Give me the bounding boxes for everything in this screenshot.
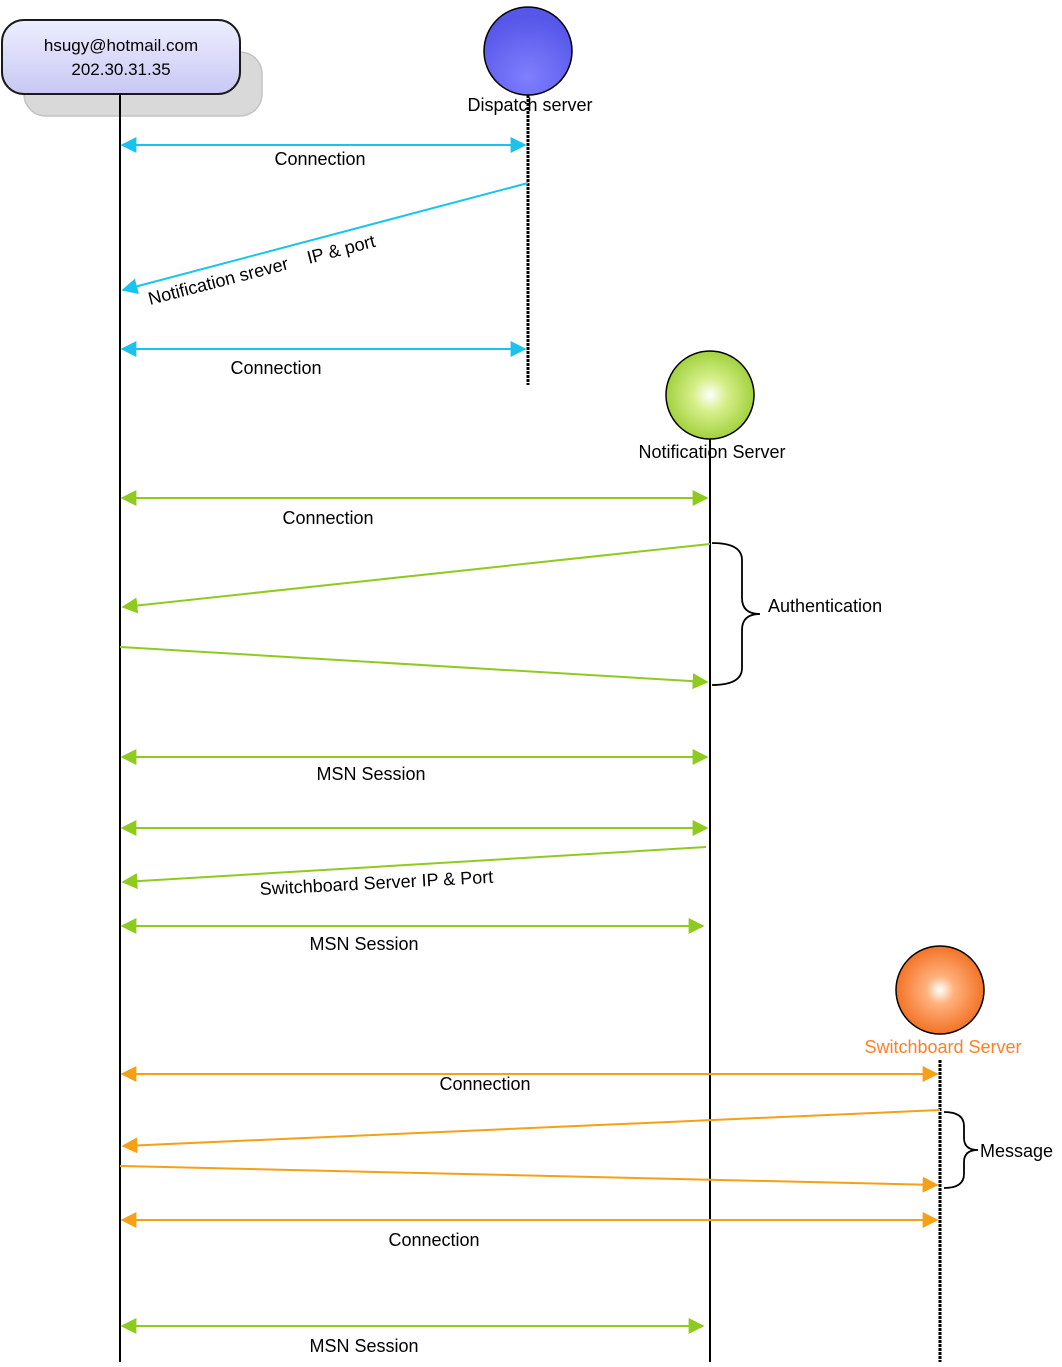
message-brace — [943, 1111, 979, 1189]
dispatch-server-icon — [483, 6, 573, 96]
msn-session-label-1: MSN Session — [316, 764, 425, 784]
switchboard-ip-arrow — [121, 846, 707, 890]
switchboard-server-label: Switchboard Server — [864, 1037, 1021, 1057]
auth-arrow-to-server — [119, 646, 709, 690]
sb-connection-label-2: Connection — [388, 1230, 479, 1250]
authentication-label: Authentication — [768, 596, 882, 616]
msn-session-label-2: MSN Session — [309, 934, 418, 954]
client-email: hsugy@hotmail.com — [44, 36, 198, 55]
dispatch-server: Dispatch server — [467, 6, 593, 385]
dispatch-connection-label-2: Connection — [230, 358, 321, 378]
sb-connection-label-1: Connection — [439, 1074, 530, 1094]
message-arrow-to-server — [119, 1165, 939, 1193]
notification-server: Notification Server — [638, 350, 786, 1362]
client-actor: hsugy@hotmail.com 202.30.31.35 — [1, 19, 263, 117]
msn-session-label-3: MSN Session — [309, 1336, 418, 1356]
authentication-brace — [711, 542, 761, 686]
client-ip: 202.30.31.35 — [71, 60, 170, 79]
switchboard-server-icon — [895, 945, 985, 1035]
switchboard-server: Switchboard Server — [864, 945, 1022, 1362]
notification-server-label: Notification Server — [638, 442, 785, 462]
notification-server-icon — [665, 350, 755, 440]
client-box — [1, 19, 241, 95]
dispatch-connection-label-1: Connection — [274, 149, 365, 169]
dispatch-server-label: Dispatch server — [467, 95, 592, 115]
message-label: Message — [980, 1141, 1053, 1161]
ns-connection-label: Connection — [282, 508, 373, 528]
message-arrow-to-client — [121, 1109, 941, 1154]
auth-arrow-to-client — [121, 543, 711, 614]
dispatch-notification-ip-label: Notification srever IP & port — [146, 231, 377, 309]
dispatch-notification-ip-arrow — [121, 182, 529, 295]
